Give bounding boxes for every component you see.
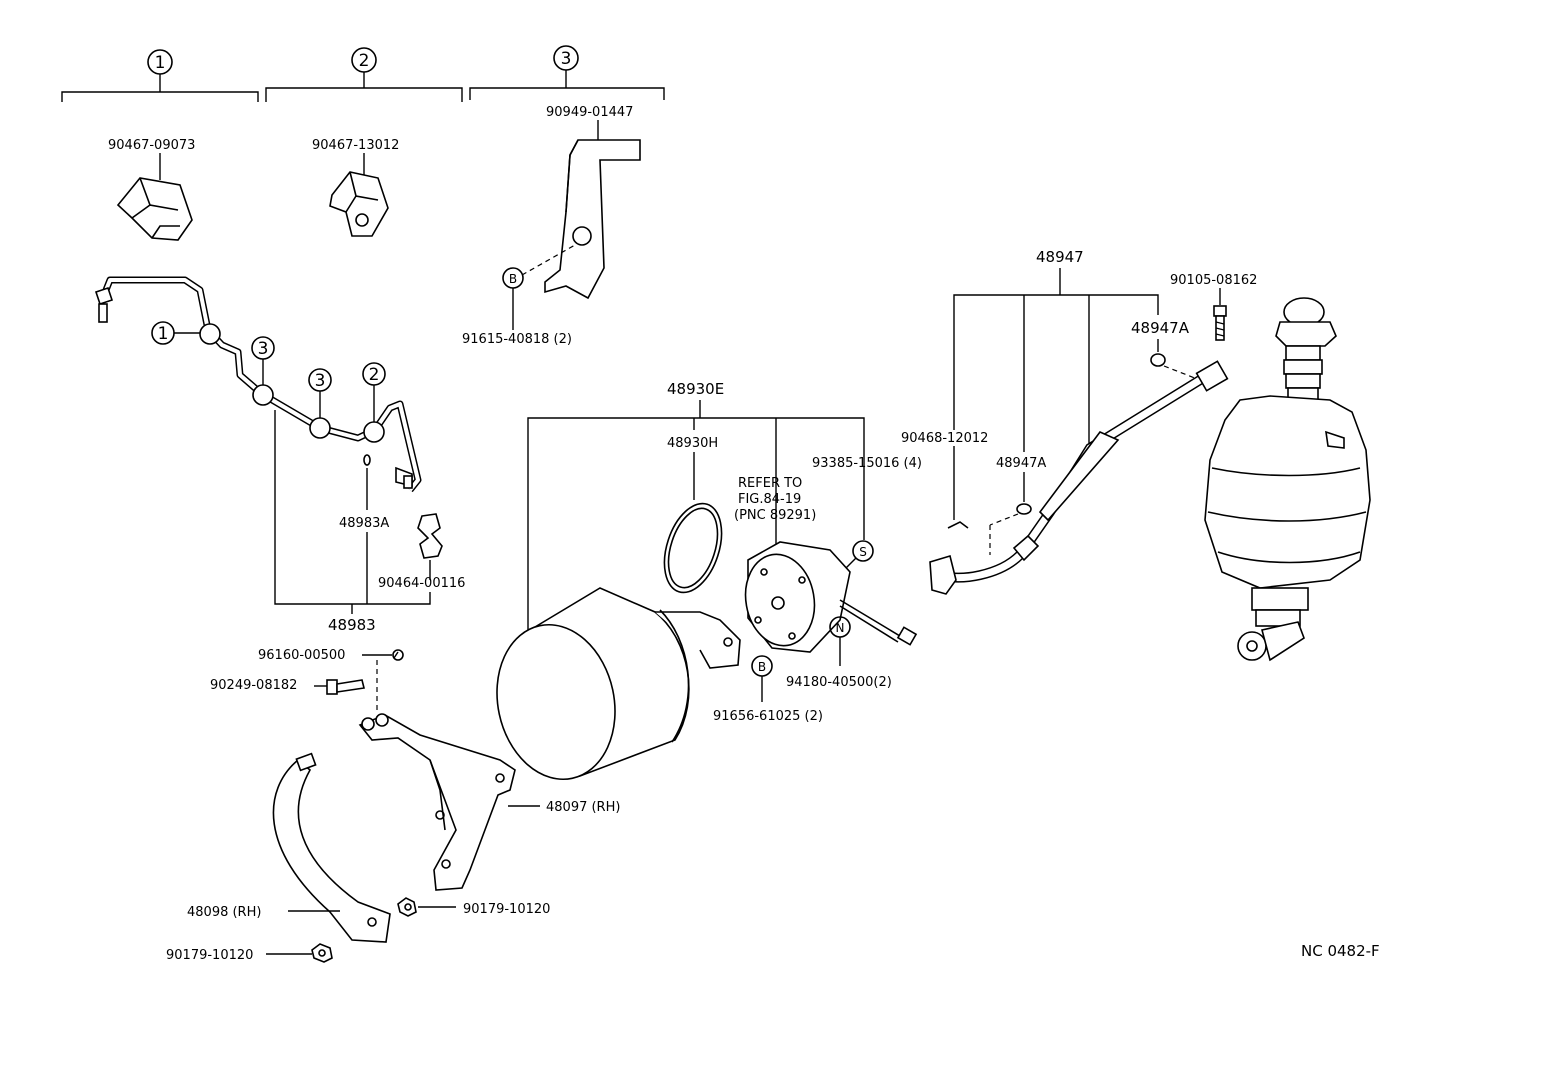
label-48947a-mid: 48947A	[996, 456, 1046, 471]
clamp-90467-13012	[329, 171, 389, 237]
svg-text:1: 1	[158, 324, 169, 344]
group-marker-2: 2	[359, 51, 370, 71]
label-90105-08162: 90105-08162	[1170, 273, 1257, 288]
pipe-marker-2: 2	[362, 362, 386, 422]
callout-b-lower: B	[751, 655, 773, 677]
group-bracket-2: 2	[265, 47, 463, 102]
group-bracket-3: 3	[469, 45, 665, 100]
bolt-90249-08182	[326, 679, 365, 695]
label-48930h: 48930H	[667, 436, 718, 451]
bracket-48097	[358, 713, 516, 891]
air-suspension-actuator	[1204, 297, 1371, 662]
svg-text:3: 3	[315, 371, 326, 391]
svg-text:3: 3	[258, 339, 269, 359]
label-90179-10120-b: 90179-10120	[166, 948, 253, 963]
label-90179-10120-a: 90179-10120	[463, 902, 550, 917]
pipe-marker-1: 1	[151, 321, 200, 345]
bolt-90105-08162	[1213, 305, 1227, 341]
svg-text:B: B	[758, 660, 766, 674]
nut-90179-10120-b	[311, 943, 333, 963]
label-90949-01447: 90949-01447	[546, 105, 633, 120]
label-91615-40818: 91615-40818 (2)	[462, 332, 572, 347]
label-90464-00116: 90464-00116	[378, 576, 465, 591]
label-48983: 48983	[328, 616, 376, 634]
label-91656-61025: 91656-61025 (2)	[713, 709, 823, 724]
label-48947a-top: 48947A	[1131, 319, 1190, 337]
group-marker-1: 1	[155, 53, 166, 73]
group-bracket-1: 1	[61, 49, 259, 102]
clip-90464-00116	[417, 513, 443, 559]
hose-48947	[929, 360, 1229, 595]
figure-code: NC 0482-F	[1301, 942, 1380, 960]
group-marker-3: 3	[561, 49, 572, 69]
pipe-marker-3-b: 3	[308, 368, 332, 418]
callout-s: S	[852, 540, 874, 562]
callout-b-upper: B	[502, 267, 524, 289]
svg-text:B: B	[509, 272, 517, 286]
label-93385-15016: 93385-15016 (4)	[812, 456, 922, 471]
clamp-90467-09073	[116, 177, 193, 241]
label-90249-08182: 90249-08182	[210, 678, 297, 693]
pipe-marker-3-a: 3	[251, 336, 275, 385]
label-90467-09073: 90467-09073	[108, 138, 195, 153]
washer-96160-00500	[392, 649, 404, 661]
label-48098-rh: 48098 (RH)	[187, 905, 261, 920]
label-48947: 48947	[1036, 248, 1084, 266]
svg-text:N: N	[836, 621, 845, 635]
svg-text:2: 2	[369, 365, 380, 385]
refer-line-1: REFER TO	[738, 476, 802, 491]
strap-48098	[272, 752, 391, 943]
label-94180-40500: 94180-40500(2)	[786, 675, 892, 690]
pipe-48983	[94, 276, 422, 493]
label-90468-12012: 90468-12012	[901, 431, 988, 446]
reservoir-tank-48930e	[496, 587, 741, 781]
refer-line-3: (PNC 89291)	[734, 508, 816, 523]
bracket-90949-01447	[544, 139, 641, 300]
svg-text:S: S	[859, 545, 867, 559]
label-48930e: 48930E	[667, 380, 724, 398]
label-90467-13012: 90467-13012	[312, 138, 399, 153]
nut-90179-10120-a	[397, 897, 417, 917]
pump-cover	[744, 541, 918, 653]
label-96160-00500: 96160-00500	[258, 648, 345, 663]
label-48983a: 48983A	[339, 516, 389, 531]
refer-line-2: FIG.84-19	[738, 492, 801, 507]
label-48097-rh: 48097 (RH)	[546, 800, 620, 815]
